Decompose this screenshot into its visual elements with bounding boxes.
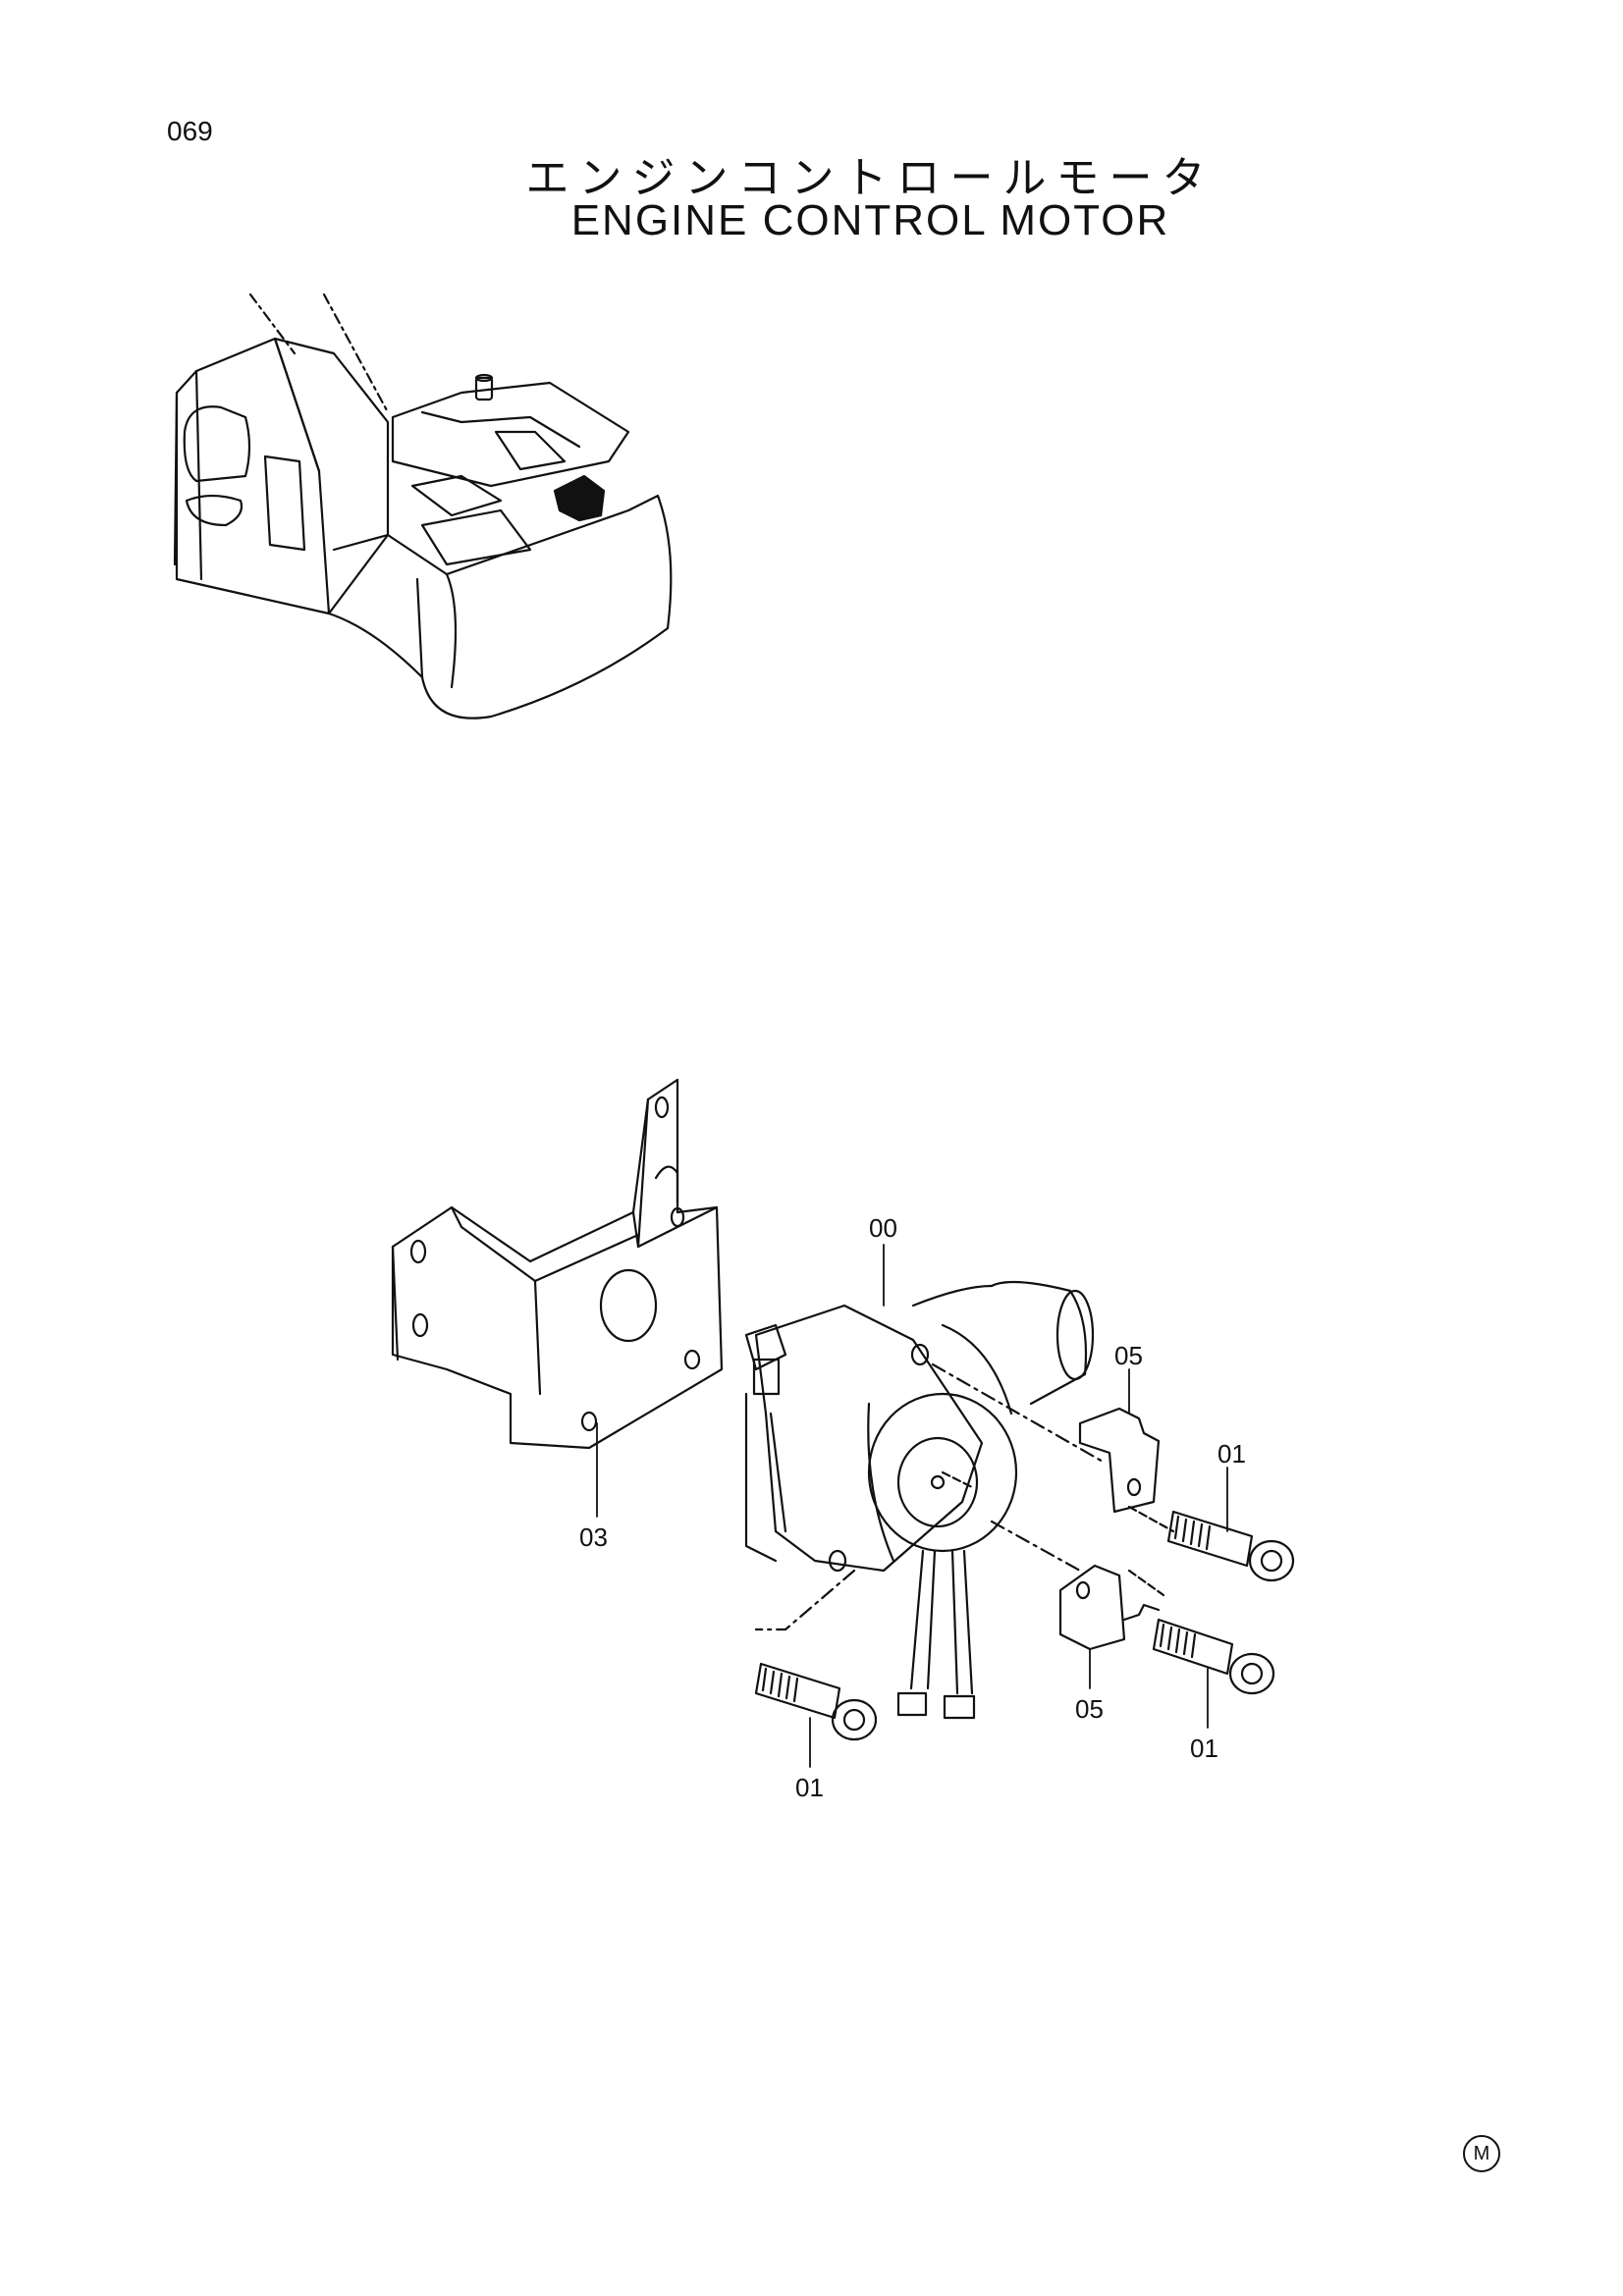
mounting-bracket-icon	[391, 1078, 724, 1450]
page-number: 069	[167, 116, 213, 146]
m-marker: M	[1463, 2135, 1500, 2172]
title-english: ENGINE CONTROL MOTOR	[570, 196, 1170, 244]
callout-bolt-lower: 01	[795, 1773, 824, 1802]
engine-control-motor-icon	[744, 1280, 1175, 1720]
title-japanese: エンジンコントロールモータ	[525, 153, 1216, 203]
callout-bolt-upper: 01	[1217, 1439, 1246, 1468]
callout-motor: 00	[869, 1213, 897, 1243]
callout-bracket: 03	[579, 1522, 608, 1552]
bolt-icon	[754, 1510, 1295, 1741]
excavator-overview-icon	[173, 293, 673, 720]
leader-lines	[596, 1244, 1228, 1768]
callout-bolt-right: 01	[1190, 1734, 1218, 1763]
callout-plate-upper: 05	[1114, 1341, 1143, 1370]
callout-plate-lower: 05	[1075, 1694, 1104, 1724]
